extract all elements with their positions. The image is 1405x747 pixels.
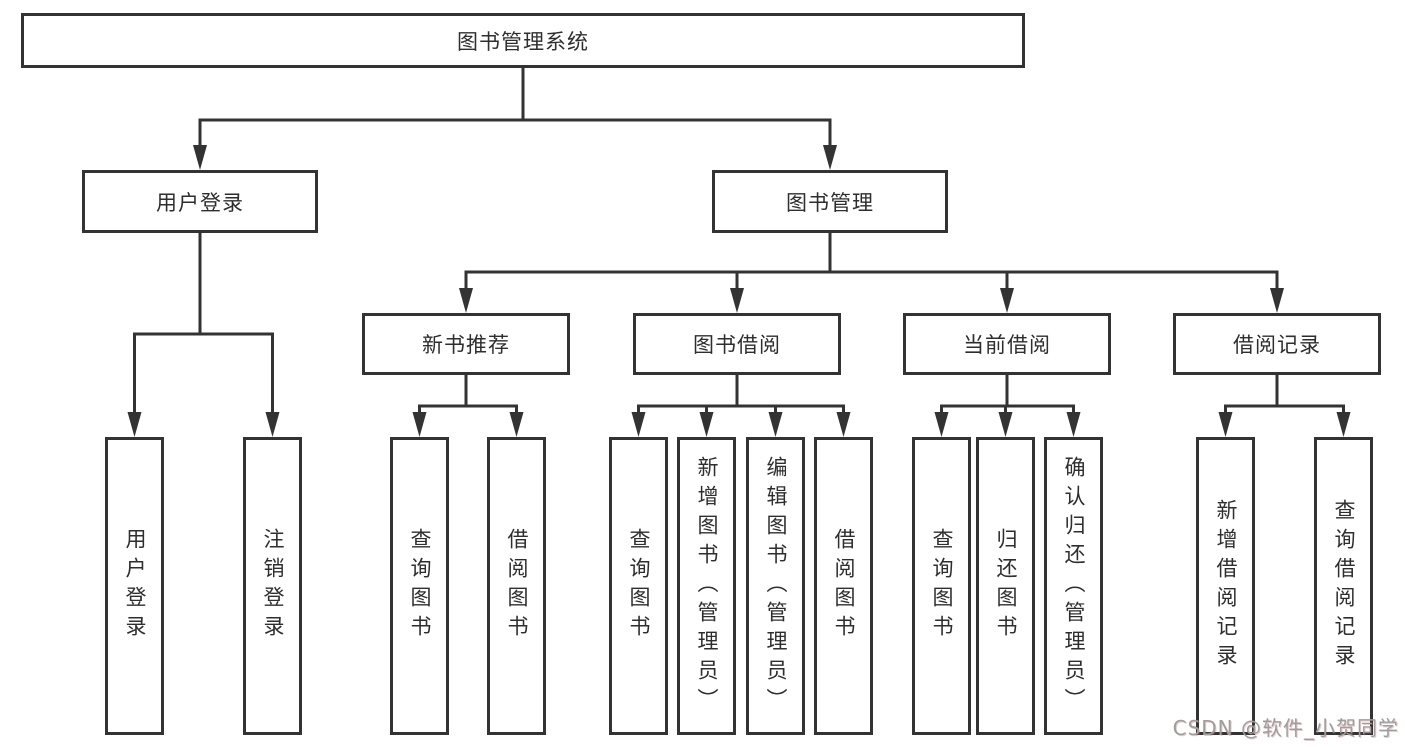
leaf-label: 新增图书（管理员） xyxy=(695,455,719,717)
node-user-login: 用户登录 xyxy=(82,170,318,233)
leaf-add-book-admin: 新增图书（管理员） xyxy=(677,437,736,735)
node-current-borrowing: 当前借阅 xyxy=(903,313,1111,375)
node-book-management: 图书管理 xyxy=(712,170,948,233)
node-label: 图书管理 xyxy=(786,190,874,215)
node-new-book-recommendation: 新书推荐 xyxy=(362,313,570,375)
node-label: 图书管理系统 xyxy=(457,29,589,54)
leaf-user-login: 用户登录 xyxy=(105,437,164,735)
node-label: 新书推荐 xyxy=(422,333,510,357)
node-borrowing-records: 借阅记录 xyxy=(1173,313,1381,375)
leaf-query-borrow-record: 查询借阅记录 xyxy=(1314,437,1373,735)
leaf-label: 新增借阅记录 xyxy=(1214,499,1238,673)
leaf-logout: 注销登录 xyxy=(243,437,302,735)
leaf-add-borrow-record: 新增借阅记录 xyxy=(1196,437,1255,735)
leaf-label: 确认归还（管理员） xyxy=(1062,455,1086,717)
leaf-label: 注销登录 xyxy=(261,528,285,644)
connector-borrowing-records-to-leaves xyxy=(1218,373,1351,437)
leaf-borrow-books-borrowing: 借阅图书 xyxy=(814,437,873,735)
leaf-return-book: 归还图书 xyxy=(976,437,1035,735)
csdn-watermark: CSDN @软件_小贺同学 xyxy=(1172,716,1399,740)
node-book-borrowing: 图书借阅 xyxy=(633,313,841,375)
leaf-label: 借阅图书 xyxy=(832,528,856,644)
connector-user-login-to-leaves xyxy=(127,231,280,437)
leaf-edit-book-admin: 编辑图书（管理员） xyxy=(746,437,805,735)
leaf-label: 查询图书 xyxy=(627,528,651,644)
node-label: 借阅记录 xyxy=(1233,333,1321,357)
leaf-query-books-recommend: 查询图书 xyxy=(390,437,449,735)
leaf-label: 查询图书 xyxy=(930,528,954,644)
node-library-management-system: 图书管理系统 xyxy=(21,13,1025,68)
leaf-borrow-books-recommend: 借阅图书 xyxy=(487,437,546,735)
node-label: 图书借阅 xyxy=(693,333,781,357)
leaf-query-books-borrowing: 查询图书 xyxy=(609,437,668,735)
connector-current-borrowing-to-leaves xyxy=(934,373,1081,437)
leaf-label: 编辑图书（管理员） xyxy=(764,455,788,717)
leaf-label: 查询借阅记录 xyxy=(1332,499,1356,673)
connector-book-borrowing-to-leaves xyxy=(631,373,851,437)
leaf-label: 查询图书 xyxy=(408,528,432,644)
leaf-label: 归还图书 xyxy=(994,528,1018,644)
connector-new-book-recommendation-to-leaves xyxy=(412,373,524,437)
connector-root-to-level2 xyxy=(193,66,837,170)
node-label: 用户登录 xyxy=(156,190,244,215)
connector-book-management-to-level3 xyxy=(459,231,1284,313)
leaf-confirm-return-admin: 确认归还（管理员） xyxy=(1044,437,1103,735)
leaf-label: 用户登录 xyxy=(123,528,147,644)
node-label: 当前借阅 xyxy=(963,333,1051,357)
leaf-label: 借阅图书 xyxy=(505,528,529,644)
leaf-query-books-current: 查询图书 xyxy=(912,437,971,735)
